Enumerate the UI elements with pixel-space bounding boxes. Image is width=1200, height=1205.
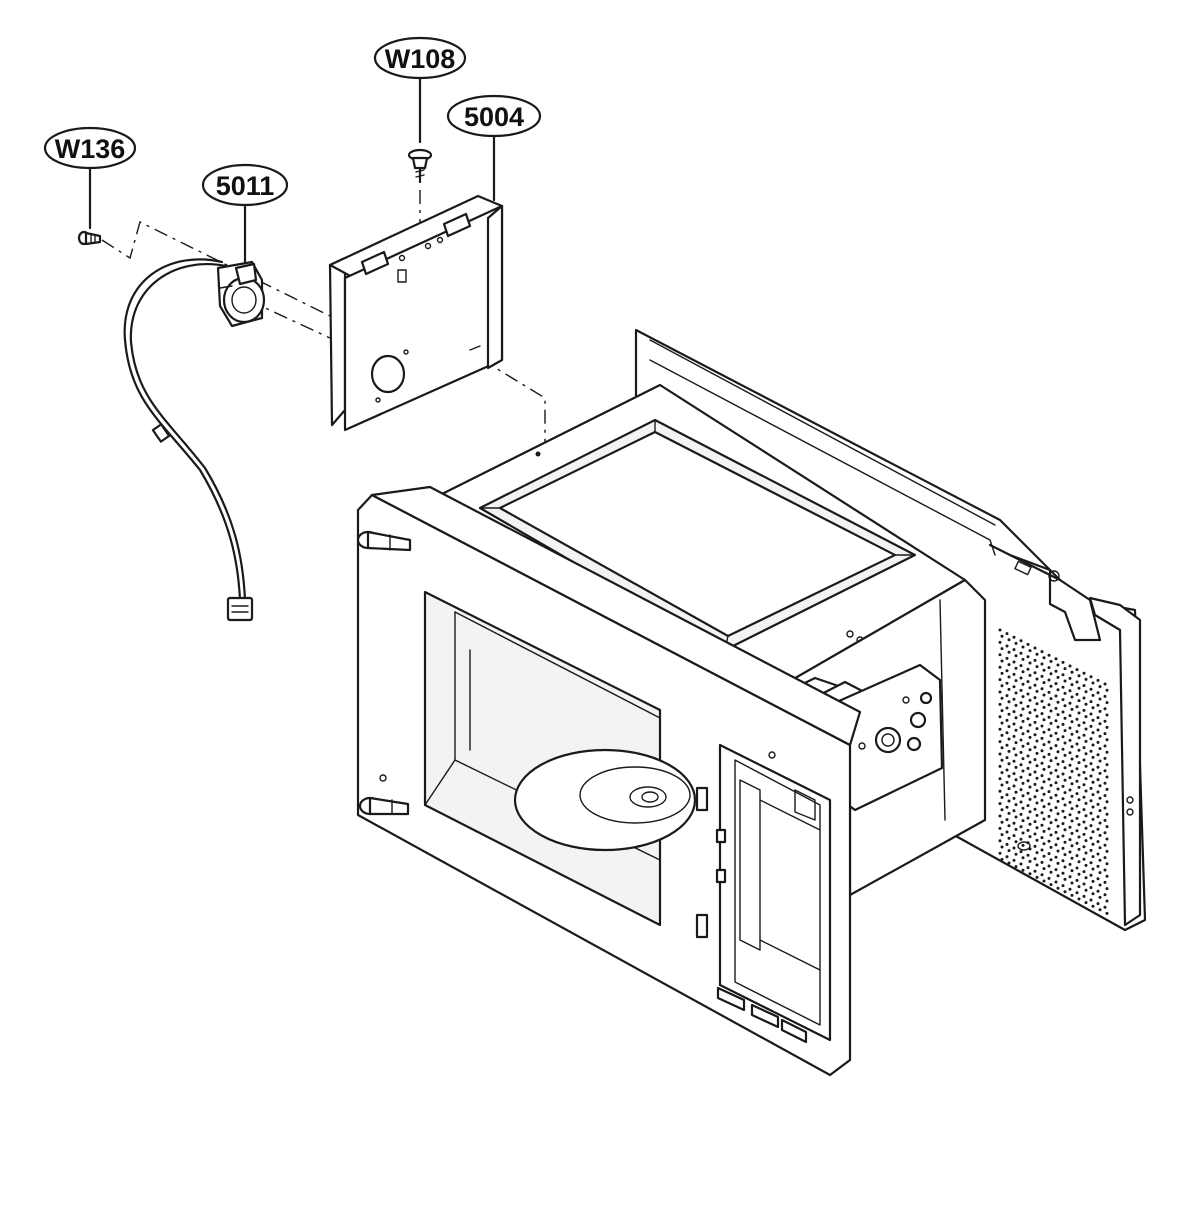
vent-grid — [998, 628, 1109, 915]
oven-cavity-assembly — [356, 328, 1147, 1077]
callout-5011-label: 5011 — [216, 171, 275, 201]
callout-w108: W108 — [373, 36, 467, 144]
callout-5004: 5004 — [446, 94, 542, 202]
screw-w108-icon — [407, 148, 433, 184]
callout-w136: W136 — [43, 126, 137, 230]
screw-w136-icon — [77, 230, 102, 246]
hinge-bottom-icon — [358, 796, 410, 816]
callout-w108-label: W108 — [385, 44, 456, 74]
hinge-top-icon — [356, 530, 412, 552]
sensor-5011-assembly — [123, 258, 266, 622]
callout-5004-label: 5004 — [464, 102, 524, 132]
callout-w136-label: W136 — [55, 134, 126, 164]
callout-5011: 5011 — [201, 163, 289, 264]
bracket-5004 — [328, 194, 504, 432]
